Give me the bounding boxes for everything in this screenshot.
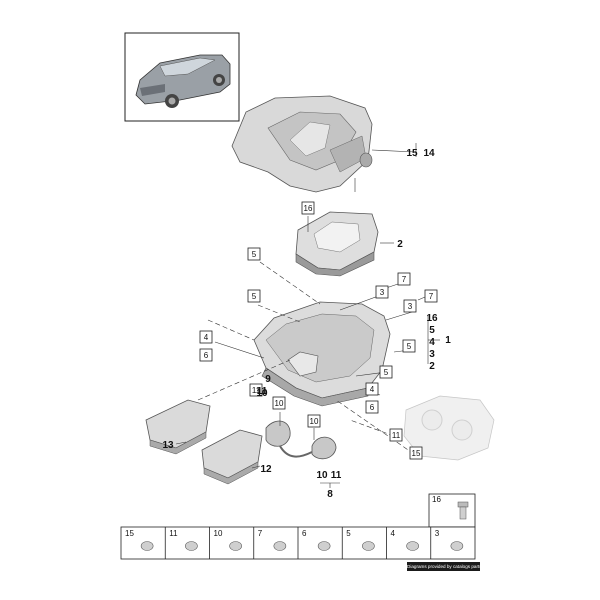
engine-block-ghost — [403, 395, 495, 461]
callout-number: 5 — [252, 292, 257, 301]
callout-box[interactable] — [402, 339, 416, 353]
legend-item-number: 7 — [258, 529, 263, 538]
callout-number: 6 — [370, 403, 375, 412]
bold-callout-number[interactable]: 11 — [331, 470, 342, 481]
callout-number: 11 — [392, 431, 401, 440]
bold-callout-number[interactable]: 4 — [429, 337, 435, 348]
callout-number: 3 — [408, 302, 413, 311]
callout-number: 5 — [252, 250, 257, 259]
bold-callout-number[interactable]: 11 — [257, 386, 268, 397]
callout-box[interactable] — [379, 365, 393, 379]
callout-box[interactable] — [272, 396, 286, 410]
callout-box[interactable] — [365, 400, 379, 414]
parts-legend: 15 11 10 7 6 5 4 3 16 — [120, 493, 476, 560]
callout-number: 10 — [275, 399, 284, 408]
bold-callout-number[interactable]: 2 — [397, 239, 403, 250]
bold-callout-number[interactable]: 10 — [316, 470, 328, 481]
engine-cover-part[interactable] — [231, 95, 373, 193]
callout-box[interactable] — [397, 272, 411, 286]
legend-item-number: 15 — [125, 529, 134, 538]
bold-callout-number[interactable]: 10 — [256, 388, 268, 399]
callout-box[interactable] — [424, 289, 438, 303]
bold-callout-number[interactable]: 2 — [429, 361, 435, 372]
part-thumbnail-icon[interactable] — [185, 541, 198, 551]
legend-item-number: 6 — [302, 529, 307, 538]
part-thumbnail-icon[interactable] — [317, 541, 331, 551]
legend-item-number: 16 — [432, 495, 441, 504]
callout-box[interactable] — [199, 348, 213, 362]
bold-callout-number[interactable]: 5 — [429, 325, 435, 336]
heat-shield-part-12[interactable] — [201, 429, 263, 485]
callout-number: 7 — [429, 292, 434, 301]
part-thumbnail-icon[interactable] — [140, 541, 154, 551]
callout-number: 15 — [412, 449, 421, 458]
callout-box[interactable] — [307, 414, 321, 428]
legend-item-number: 5 — [346, 529, 351, 538]
diagram-credit: Diagrams provided by catalogs parts — [407, 562, 480, 571]
hose-parts[interactable] — [265, 420, 337, 460]
legend-item-number: 4 — [391, 529, 396, 538]
callout-box[interactable] — [247, 289, 261, 303]
callout-number: 16 — [304, 204, 313, 213]
part-thumbnail-icon[interactable] — [229, 541, 242, 551]
callout-box[interactable] — [199, 330, 213, 344]
bold-callout-number[interactable]: 3 — [429, 349, 435, 360]
callout-number: 6 — [204, 351, 209, 360]
intake-cover-part[interactable] — [295, 211, 379, 277]
bold-callout-number[interactable]: 13 — [162, 440, 174, 451]
callout-box[interactable] — [247, 247, 261, 261]
callout-number: 5 — [384, 368, 389, 377]
bold-callout-number[interactable]: 16 — [426, 313, 438, 324]
callout-number: 11 — [252, 386, 261, 395]
callout-box[interactable] — [403, 299, 417, 313]
bolt-icon — [457, 501, 469, 520]
legend-item-number: 3 — [435, 529, 440, 538]
callout-number: 3 — [380, 288, 385, 297]
callout-number: 10 — [310, 417, 319, 426]
callout-box[interactable] — [365, 382, 379, 396]
bold-callout-number[interactable]: 12 — [260, 464, 272, 475]
vehicle-thumbnail[interactable] — [124, 32, 240, 122]
leader-lines — [175, 143, 440, 488]
callout-number: 4 — [370, 385, 375, 394]
bold-callout-number[interactable]: 8 — [327, 489, 333, 500]
callout-box[interactable] — [375, 285, 389, 299]
callout-box[interactable] — [389, 428, 403, 442]
bold-callout-number[interactable]: 9 — [265, 374, 271, 385]
callout-number: 5 — [407, 342, 412, 351]
bold-callout-number[interactable]: 14 — [423, 148, 435, 159]
legend-item-number: 10 — [214, 529, 223, 538]
bold-callout-number[interactable]: 15 — [406, 148, 418, 159]
heat-shield-part-13[interactable] — [145, 399, 211, 455]
callout-box[interactable] — [409, 446, 423, 460]
part-thumbnail-icon[interactable] — [362, 541, 375, 551]
part-thumbnail-icon[interactable] — [450, 541, 464, 551]
bold-callout-number[interactable]: 1 — [445, 335, 451, 346]
legend-item-number: 11 — [169, 529, 178, 538]
callout-box[interactable] — [249, 383, 263, 397]
callout-number: 4 — [204, 333, 209, 342]
callout-number: 7 — [402, 275, 407, 284]
part-thumbnail-icon[interactable] — [406, 541, 419, 551]
callout-box[interactable] — [301, 201, 315, 215]
part-thumbnail-icon[interactable] — [273, 541, 287, 551]
air-filter-housing-part[interactable] — [253, 301, 391, 407]
